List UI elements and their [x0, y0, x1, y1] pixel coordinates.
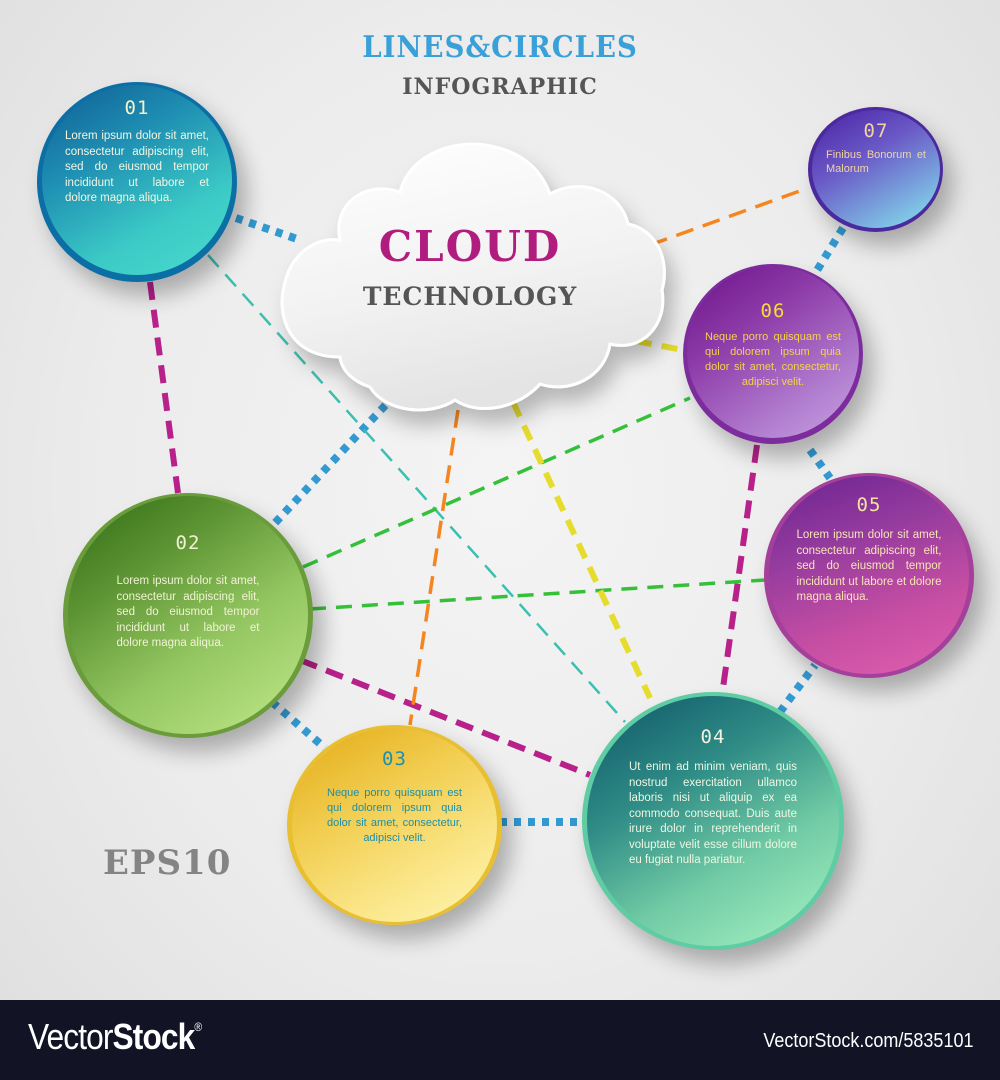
cloud-subtitle: TECHNOLOGY — [362, 282, 578, 311]
node-number: 04 — [700, 726, 726, 748]
node-number: 02 — [175, 532, 201, 554]
node-text: Neque porro quisquam est qui dolorem ips… — [705, 331, 841, 388]
cloud-title: CLOUD — [378, 222, 562, 271]
watermark-footer: VectorStock® VectorStock.com/5835101 — [0, 1000, 1000, 1080]
connector-06-04 — [719, 444, 760, 696]
cloud-icon — [280, 142, 666, 412]
node-06: 06 Neque porro quisquam est qui dolorem … — [683, 264, 863, 444]
connector-07-06 — [804, 225, 847, 288]
node-text: Lorem ipsum dolor sit amet, consectetur … — [116, 575, 260, 649]
connector-cloud-07 — [649, 186, 809, 247]
brand-bold: Stock — [112, 1016, 196, 1057]
node-03: 03 Neque porro quisquam est qui dolorem … — [287, 725, 502, 925]
connector-01-02 — [147, 281, 181, 494]
node-number: 07 — [863, 120, 889, 142]
connector-lines — [147, 186, 847, 826]
node-number: 06 — [760, 300, 786, 322]
node-04: 04 Ut enim ad minim veniam, quis nostrud… — [582, 692, 844, 950]
connector-01-cloud — [234, 214, 302, 244]
image-reference: VectorStock.com/5835101 — [762, 1030, 973, 1052]
node-01: 01 Lorem ipsum dolor sit amet, consectet… — [37, 82, 237, 282]
node-number: 05 — [856, 494, 882, 516]
connector-02-03 — [269, 698, 328, 752]
cloud-technology-hub: CLOUD TECHNOLOGY — [270, 132, 670, 417]
connector-01-04 — [207, 254, 626, 723]
infographic-title: LINES&CIRCLES — [362, 30, 638, 65]
eps10-label: EPS10 — [103, 843, 232, 883]
brand-light: Vector — [28, 1016, 113, 1057]
connector-06-05 — [806, 447, 834, 481]
node-text: Lorem ipsum dolor sit amet, consectetur … — [65, 130, 209, 204]
node-text: Neque porro quisquam est qui dolorem ips… — [327, 787, 462, 844]
node-05: 05 Lorem ipsum dolor sit amet, consectet… — [764, 473, 974, 678]
node-number: 01 — [124, 97, 150, 119]
infographic-subtitle: INFOGRAPHIC — [402, 74, 598, 100]
connector-02-06 — [302, 396, 691, 569]
infographic-canvas: LINES&CIRCLES INFOGRAPHIC CLOUD TECHNOLO… — [37, 30, 974, 950]
connector-02-04 — [298, 657, 592, 778]
connector-02-05 — [309, 578, 766, 611]
node-text: Lorem ipsum dolor sit amet, consectetur … — [796, 529, 942, 603]
registered-mark: ® — [194, 1020, 202, 1034]
node-text: Finibus Bonorum et Malorum — [826, 149, 926, 175]
node-text: Ut enim ad minim veniam, quis nostrud ex… — [629, 761, 797, 866]
node-07: 07 Finibus Bonorum et Malorum — [808, 107, 943, 232]
connector-04-05 — [776, 662, 819, 715]
connector-cloud-06 — [635, 338, 684, 353]
connector-cloud-04 — [510, 400, 653, 700]
connector-cloud-02 — [270, 392, 398, 528]
connector-cloud-03 — [408, 409, 460, 726]
vectorstock-logo: VectorStock® — [28, 1016, 202, 1058]
node-number: 03 — [382, 748, 407, 770]
node-02: 02 Lorem ipsum dolor sit amet, consectet… — [63, 493, 313, 738]
